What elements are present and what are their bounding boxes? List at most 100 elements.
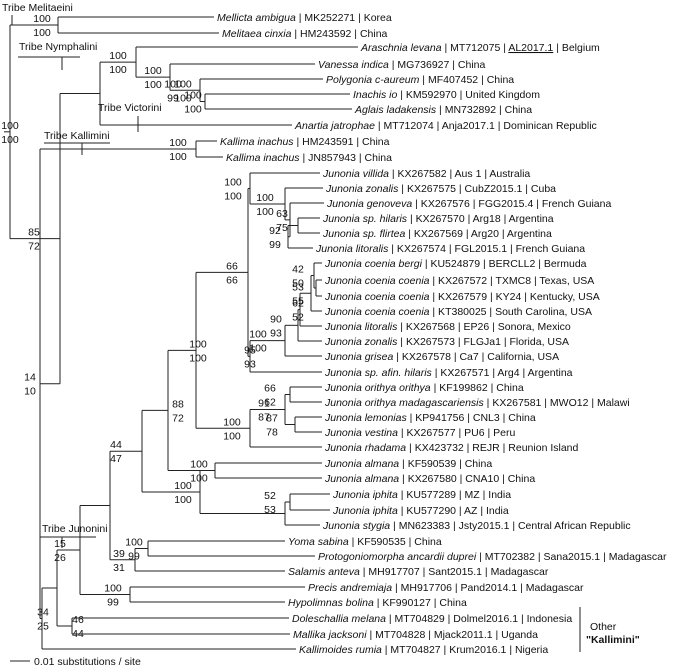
support-lower: 72: [28, 241, 40, 253]
tip-label: Junonia litoralis | KX267568 | EP26 | So…: [324, 321, 571, 333]
species-name: Precis andremiaja: [308, 582, 392, 594]
scale-bar-label: 0.01 substitutions / site: [34, 656, 141, 668]
support-lower: 99: [269, 239, 281, 251]
accession-info: | HM243592 | China: [291, 28, 387, 40]
support-lower: 31: [113, 562, 125, 574]
tip-label: Junonia almana | KF590539 | China: [324, 458, 492, 470]
support-lower: 100: [1, 134, 19, 146]
boxed-code: AL2017.1: [508, 42, 553, 54]
support-lower: 26: [54, 552, 66, 564]
species-name: Kallima inachus: [226, 152, 300, 164]
tip-label: Junonia sp. hilaris | KX267570 | Arg18 |…: [322, 213, 554, 225]
accession-info: | KX267573 | FLGJa1 | Florida, USA: [397, 336, 569, 348]
support-lower: 99: [167, 92, 179, 104]
accession-info: | KU577290 | AZ | India: [398, 505, 509, 517]
support-upper: 100: [109, 50, 127, 62]
support-upper: 62: [292, 298, 304, 310]
tip-label: Hypolimnas bolina | KF990127 | China: [288, 597, 467, 609]
tip-label: Junonia stygia | MN623383 | Jsty2015.1 |…: [322, 520, 631, 532]
tip-label: Junonia villida | KX267582 | Aus 1 | Aus…: [322, 168, 530, 180]
support-upper: 66: [264, 383, 276, 395]
accession-info: | KX423732 | REJR | Reunion Island: [406, 442, 578, 454]
tip-label: Precis andremiaja | MH917706 | Pand2014.…: [308, 582, 584, 594]
species-name: Junonia almana: [324, 473, 399, 485]
support-lower: 52: [292, 312, 304, 324]
support-upper: 90: [270, 313, 282, 325]
support-upper: 15: [54, 538, 66, 550]
accession-info: | KM592970 | United Kingdom: [397, 89, 540, 101]
accession-info: | MT712075 |: [442, 42, 509, 54]
tip-label: Junonia zonalis | KX267575 | CubZ2015.1 …: [325, 183, 556, 195]
support-lower: 99: [128, 551, 140, 563]
accession-info: | MK252271 | Korea: [296, 12, 392, 24]
support-lower: 93: [270, 327, 282, 339]
accession-info: | MH917706 | Pand2014.1 | Madagascar: [392, 582, 584, 594]
accession-info: | KF199862 | China: [431, 382, 524, 394]
support-upper: 100: [169, 137, 187, 149]
species-name: Junonia coenia coenia: [324, 291, 430, 303]
support-lower: 100: [184, 104, 202, 116]
accession-info: | MN623383 | Jsty2015.1 | Central Africa…: [390, 520, 630, 532]
accession-info: | KX267582 | Aus 1 | Australia: [389, 168, 530, 180]
tip-label: Junonia genoveva | KX267576 | FGG2015.4 …: [326, 198, 611, 210]
species-name: Junonia genoveva: [326, 198, 412, 210]
tip-label: Mallika jacksoni | MT704828 | Mjack2011.…: [293, 629, 538, 641]
support-lower: 93: [244, 358, 256, 370]
support-upper: 52: [264, 490, 276, 502]
support-upper: 100: [174, 78, 192, 90]
species-name: Hypolimnas bolina: [288, 597, 374, 609]
accession-info: | KX267581 | MWO12 | Malawi: [484, 397, 630, 409]
accession-info: | KX267579 | KY24 | Kentucky, USA: [430, 291, 600, 303]
support-upper: 88: [172, 398, 184, 410]
tip-label: Anartia jatrophae | MT712074 | Anja2017.…: [294, 120, 597, 132]
species-name: Junonia litoralis: [315, 243, 389, 255]
support-upper: 46: [72, 614, 84, 626]
accession-info: | MN732892 | China: [436, 104, 532, 116]
support-upper: 63: [276, 208, 288, 220]
support-lower: 25: [37, 620, 49, 632]
species-name: Salamis anteva: [288, 566, 360, 578]
species-name: Mallika jacksoni: [293, 629, 367, 641]
support-upper: 39: [113, 548, 125, 560]
accession-info: | KX267569 | Arg20 | Argentina: [405, 228, 552, 240]
support-lower: 47: [110, 453, 122, 465]
support-upper: 100: [184, 90, 202, 102]
accession-info: | KX267574 | FGL2015.1 | French Guiana: [388, 243, 585, 255]
accession-info: | KU577289 | MZ | India: [398, 489, 511, 501]
tip-label: Inachis io | KM592970 | United Kingdom: [353, 89, 540, 101]
support-lower: 62: [264, 397, 276, 409]
support-lower: 44: [72, 628, 84, 640]
support-upper: 100: [189, 338, 207, 350]
tip-label: Junonia sp. flirtea | KX267569 | Arg20 |…: [322, 228, 552, 240]
support-upper: 100: [174, 480, 192, 492]
support-lower: 100: [256, 206, 274, 218]
tip-label: Junonia almana | KX267580 | CNA10 | Chin…: [324, 473, 535, 485]
support-upper: 100: [256, 192, 274, 204]
tip-label: Junonia lemonias | KP941756 | CNL3 | Chi…: [324, 412, 536, 424]
species-name: Junonia coenia coenia: [324, 275, 430, 287]
support-lower: 100: [190, 473, 208, 485]
tip-label: Junonia rhadama | KX423732 | REJR | Reun…: [324, 442, 579, 454]
tip-label: Junonia litoralis | KX267574 | FGL2015.1…: [315, 243, 585, 255]
species-name: Junonia almana: [324, 458, 399, 470]
support-upper: 34: [37, 606, 49, 618]
support-upper: 100: [125, 537, 143, 549]
accession-info: | KX267575 | CubZ2015.1 | Cuba: [398, 183, 556, 195]
species-name: Aglais ladakensis: [354, 104, 437, 116]
accession-info: | MT704827 | Krum2016.1 | Nigeria: [382, 644, 549, 656]
support-lower: 66: [226, 274, 238, 286]
accession-info: | KX267580 | CNA10 | China: [399, 473, 535, 485]
accession-country: | Belgium: [553, 42, 600, 54]
species-name: Anartia jatrophae: [294, 120, 375, 132]
accession-info: | KU524879 | BERCLL2 | Bermuda: [422, 258, 587, 270]
support-upper: 100: [224, 176, 242, 188]
tip-label: Junonia coenia bergi | KU524879 | BERCLL…: [324, 258, 587, 270]
species-name: Polygonia c-aureum: [326, 74, 420, 86]
species-name: Junonia sp. flirtea: [322, 228, 405, 240]
other-group-label-kallimini: "Kallimini": [586, 634, 640, 646]
species-name: Inachis io: [353, 89, 398, 101]
support-upper: 53: [292, 281, 304, 293]
species-name: Junonia vestina: [324, 427, 398, 439]
species-name: Junonia litoralis: [324, 321, 398, 333]
